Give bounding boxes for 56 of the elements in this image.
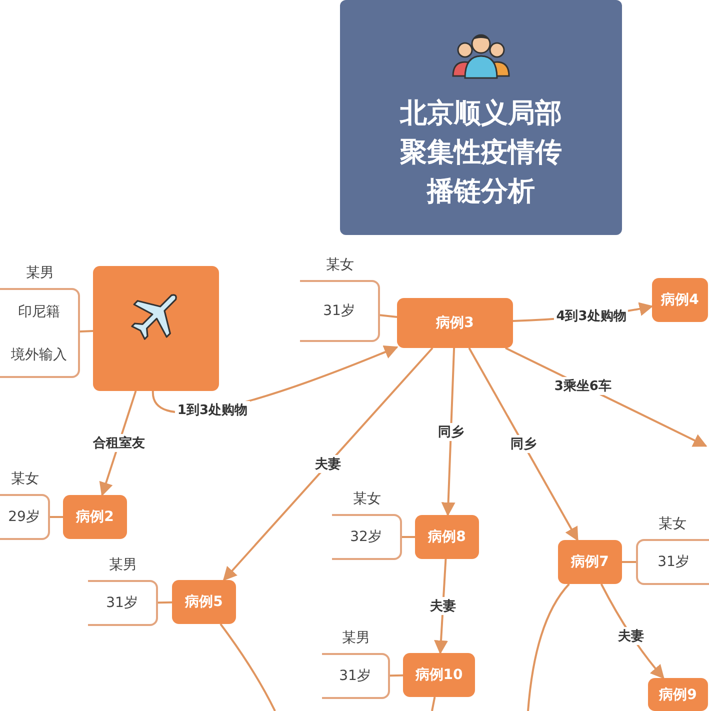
- case-label: 病例3: [436, 314, 474, 332]
- case-label: 病例5: [185, 593, 223, 611]
- case-box: [403, 653, 475, 697]
- attribute-text: 某男: [109, 556, 137, 574]
- edge-label: 3乘坐6车: [552, 377, 614, 395]
- attribute-text: 29岁: [8, 508, 40, 526]
- edge-label: 夫妻: [616, 626, 646, 644]
- case-label: 病例4: [661, 291, 699, 309]
- attribute-text: 某女: [353, 490, 381, 508]
- connector-line: [380, 314, 398, 318]
- case-label: 病例7: [571, 553, 609, 571]
- attribute-text: 某男: [342, 629, 370, 647]
- case-box: [93, 266, 219, 391]
- title-text: 北京顺义局部聚集性疫情传播链分析: [400, 97, 562, 210]
- attribute-text: 31岁: [658, 553, 690, 571]
- attribute-text: 印尼籍: [18, 302, 60, 320]
- connector-line: [220, 623, 276, 711]
- edge-label: 同乡: [508, 435, 538, 453]
- case-box: [172, 580, 236, 624]
- case-label: 病例9: [659, 686, 697, 704]
- edge-label: 4到3处购物: [554, 306, 628, 325]
- connector-line: [622, 561, 636, 563]
- edge-label: 夫妻: [313, 455, 344, 473]
- connector-line: [431, 696, 436, 711]
- attribute-text: 32岁: [350, 528, 382, 546]
- edge-label: 同乡: [436, 422, 466, 440]
- arrow: [468, 348, 578, 542]
- attribute-text: 31岁: [106, 594, 138, 612]
- edge-label: 1到3处购物: [175, 400, 250, 419]
- case-box: [558, 540, 622, 584]
- arrow: [222, 347, 434, 582]
- case-box: [648, 678, 708, 711]
- edge-label: 合租室友: [90, 434, 147, 452]
- attribute-text: 某女: [326, 256, 354, 274]
- connector-line: [80, 330, 94, 332]
- case-label: 病例2: [76, 508, 114, 526]
- attribute-text: 某男: [26, 264, 54, 282]
- attribute-text: 31岁: [323, 302, 355, 320]
- connector-line: [50, 516, 63, 518]
- case-box: [63, 495, 127, 539]
- connector-line: [402, 536, 415, 538]
- edge-label: 夫妻: [428, 597, 458, 615]
- case-box: [397, 298, 513, 348]
- connector-line: [158, 601, 172, 604]
- case-label: 病例10: [415, 666, 463, 684]
- case-box: [652, 278, 708, 322]
- arrow: [441, 348, 456, 516]
- attribute-text: 某女: [11, 470, 39, 488]
- title-card: [340, 0, 622, 235]
- attribute-text: 某女: [658, 515, 686, 533]
- attribute-text: 31岁: [339, 667, 371, 685]
- case-label: 病例8: [428, 528, 466, 546]
- case-box: [415, 515, 479, 559]
- attribute-text: 境外输入: [11, 346, 67, 364]
- connector-line: [527, 583, 570, 711]
- connector-line: [390, 674, 404, 677]
